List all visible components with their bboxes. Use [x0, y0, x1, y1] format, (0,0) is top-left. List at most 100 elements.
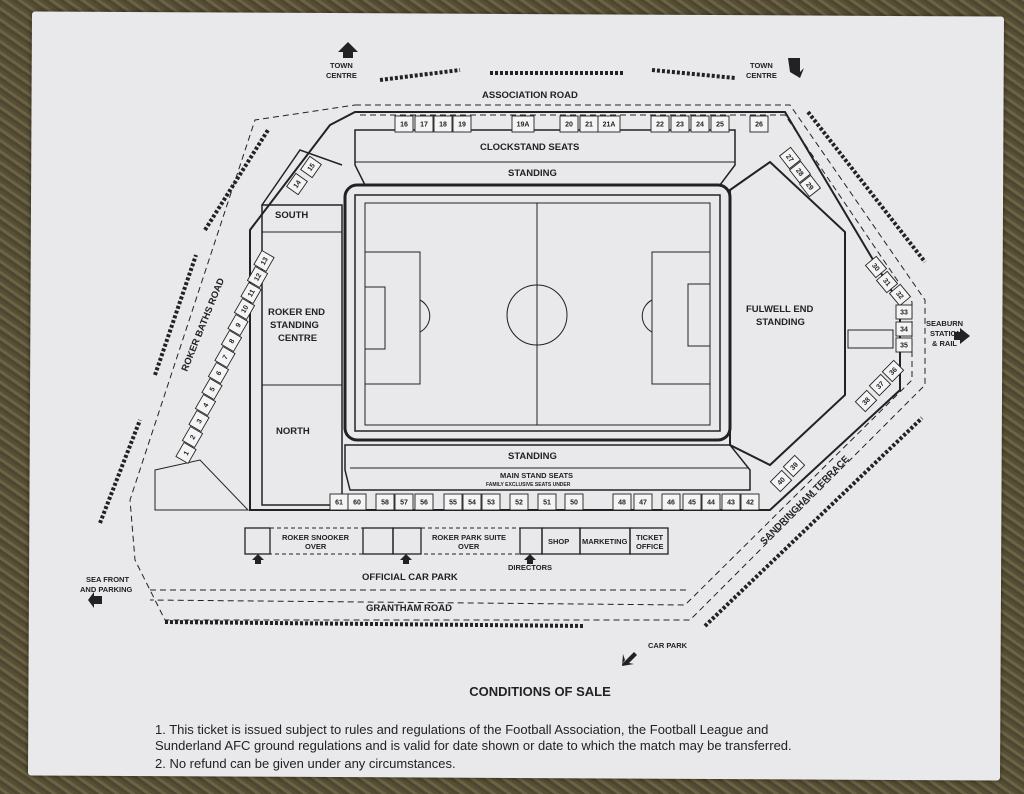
turnstile-56: 56 — [414, 493, 434, 511]
svg-text:19: 19 — [458, 122, 466, 129]
svg-text:33: 33 — [900, 310, 908, 317]
svg-text:47: 47 — [639, 500, 647, 507]
turnstile-39: 39 — [782, 454, 806, 478]
turnstile-34: 34 — [895, 321, 913, 337]
arrow-right-icon — [954, 328, 970, 344]
directors-label: DIRECTORS — [508, 563, 552, 572]
svg-text:29: 29 — [804, 181, 814, 192]
east-verge — [806, 110, 927, 264]
grantham-road-label: GRANTHAM ROAD — [366, 603, 452, 614]
turnstile-22: 22 — [650, 115, 670, 133]
suite-building-a — [362, 527, 394, 555]
turnstile-23: 23 — [670, 115, 690, 133]
svg-text:48: 48 — [618, 500, 626, 507]
north-label: NORTH — [276, 426, 310, 437]
svg-text:61: 61 — [335, 500, 343, 507]
svg-text:55: 55 — [449, 500, 457, 507]
svg-text:13: 13 — [260, 256, 270, 266]
arrow-down-right-icon — [788, 58, 804, 78]
turnstile-29: 29 — [798, 174, 822, 198]
turnstile-26: 26 — [749, 115, 769, 133]
svg-text:38: 38 — [861, 396, 872, 407]
seaburn-label-3: & RAIL — [932, 339, 957, 348]
town-centre-left-label-2: CENTRE — [326, 71, 357, 80]
left-penalty-arc — [419, 299, 431, 333]
pitch-track — [354, 194, 721, 432]
svg-text:52: 52 — [515, 500, 523, 507]
roker-snooker-building — [244, 527, 271, 555]
town-centre-right-label-1: TOWN — [750, 61, 773, 70]
ticket-office-building — [629, 527, 669, 555]
roker-snooker-label-2: OVER — [305, 542, 327, 551]
turnstile-7: 7 — [214, 345, 236, 369]
svg-text:2: 2 — [189, 434, 197, 441]
association-road-verge-3 — [651, 68, 736, 80]
svg-text:54: 54 — [468, 500, 476, 507]
turnstile-51: 51 — [537, 493, 557, 511]
entrance-arrow-icon — [400, 554, 412, 564]
centre-circle — [506, 284, 568, 346]
main-stand-label: MAIN STAND SEATS — [500, 471, 573, 480]
ticket-office-label-2: OFFICE — [636, 542, 664, 551]
turnstile-11: 11 — [240, 281, 262, 305]
turnstile-3: 3 — [188, 409, 210, 433]
turnstile-21: 21 — [579, 115, 599, 133]
turnstile-17: 17 — [414, 115, 434, 133]
turnstile-40: 40 — [769, 469, 793, 493]
turnstile-42: 42 — [740, 493, 760, 511]
svg-text:7: 7 — [222, 354, 230, 361]
svg-text:57: 57 — [400, 500, 408, 507]
turnstile-18: 18 — [433, 115, 453, 133]
clockstand-seats-label: CLOCKSTAND SEATS — [480, 142, 579, 153]
condition-2: 2. No refund can be given under any circ… — [155, 756, 456, 771]
svg-text:26: 26 — [755, 122, 763, 129]
condition-1: 1. This ticket is issued subject to rule… — [155, 722, 769, 737]
car-park-label: CAR PARK — [648, 641, 688, 650]
left-goal-area — [364, 286, 386, 350]
sandringham-verge — [703, 416, 924, 628]
svg-text:21: 21 — [585, 122, 593, 129]
svg-text:56: 56 — [420, 500, 428, 507]
roker-baths-verge — [153, 254, 198, 376]
official-car-park-label: OFFICIAL CAR PARK — [362, 572, 458, 583]
turnstile-19: 19 — [452, 115, 472, 133]
svg-text:44: 44 — [707, 500, 715, 507]
svg-text:42: 42 — [746, 500, 754, 507]
svg-text:3: 3 — [196, 418, 204, 425]
arrow-left-icon — [88, 592, 102, 608]
svg-text:19A: 19A — [517, 122, 530, 129]
roker-end-block — [261, 204, 343, 506]
turnstile-46: 46 — [661, 493, 681, 511]
turnstile-33: 33 — [895, 304, 913, 320]
turnstile-8: 8 — [220, 329, 243, 353]
turnstile-15: 15 — [300, 155, 322, 179]
svg-text:27: 27 — [784, 153, 794, 164]
roker-end-label-1: ROKER END — [268, 307, 325, 318]
svg-text:50: 50 — [570, 500, 578, 507]
association-road-verge — [379, 68, 461, 82]
association-road-label: ASSOCIATION ROAD — [482, 90, 578, 101]
turnstile-37: 37 — [868, 373, 892, 397]
fulwell-end-label-2: STANDING — [756, 317, 805, 328]
svg-text:43: 43 — [727, 500, 735, 507]
svg-text:6: 6 — [215, 370, 223, 377]
stadium-wall — [249, 111, 901, 511]
svg-text:37: 37 — [875, 380, 886, 391]
turnstile-30: 30 — [864, 255, 888, 279]
svg-text:10: 10 — [240, 304, 250, 314]
turnstile-45: 45 — [682, 493, 702, 511]
seaburn-label-1: SEABURN — [926, 319, 963, 328]
svg-text:11: 11 — [247, 288, 257, 298]
south-label: SOUTH — [275, 210, 308, 221]
svg-text:14: 14 — [293, 179, 303, 189]
sea-front-label-1: SEA FRONT — [86, 575, 129, 584]
grantham-verge — [164, 620, 586, 628]
turnstile-20: 20 — [559, 115, 579, 133]
turnstile-55: 55 — [443, 493, 463, 511]
turnstile-44: 44 — [701, 493, 721, 511]
